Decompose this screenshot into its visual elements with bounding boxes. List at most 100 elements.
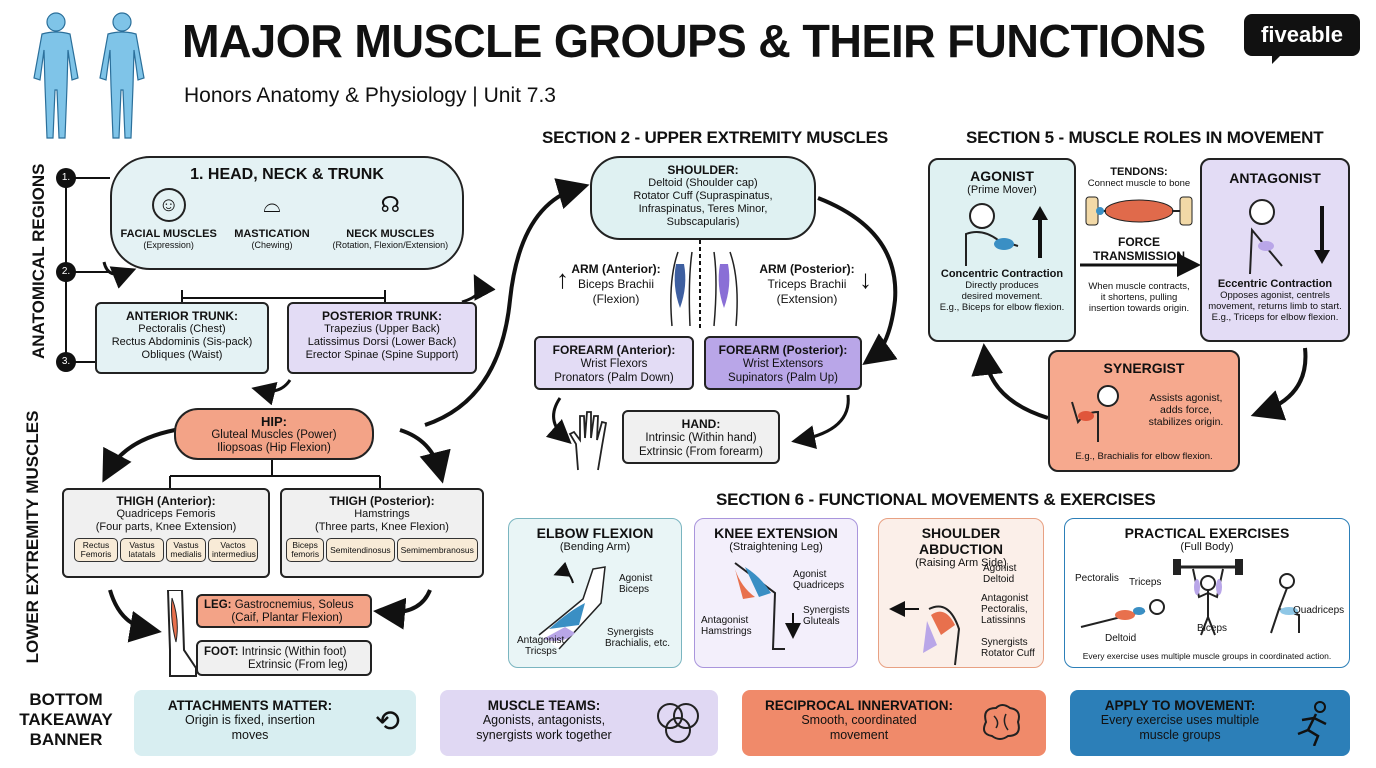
forearm-posterior-line-1: Wrist Extensors (742, 358, 824, 370)
exercise-label-4: Biceps (1197, 623, 1228, 634)
abduction-label-5: Latissinns (981, 615, 1026, 626)
arm-illustration (658, 250, 748, 328)
posterior-trunk-line-3: Erector Spinae (Spine Support) (305, 349, 459, 361)
reciprocal-line-1: Smooth, coordinated (801, 713, 917, 727)
knee-leg-icon (734, 562, 801, 650)
tendons-title: TENDONS: (1110, 166, 1168, 178)
forearm-posterior-title: FOREARM (Posterior): (718, 343, 848, 357)
chip-rectus-femoris: Rectus Femoris (74, 538, 118, 562)
arm-anterior-line-2: (Flexion) (592, 292, 640, 306)
hip-card: HIP: Gluteal Muscles (Power) Iliopsoas (… (174, 408, 374, 460)
knee-label-3: Antagonist (701, 615, 749, 626)
hand-icon (566, 410, 612, 472)
abduction-label-6: Synergists (981, 637, 1028, 648)
elbow-label-6: Brachialis, etc. (605, 638, 671, 649)
antagonist-card: ANTAGONIST Eccentric Contraction Opposes… (1200, 158, 1350, 342)
thigh-anterior-chips: Rectus FemorisVastus latatalsVastus medi… (64, 538, 268, 562)
agonist-head: Concentric Contraction (940, 268, 1064, 280)
foot-card: FOOT: Intrinsic (Within foot) Extrinsic … (196, 640, 372, 676)
synergist-arm-icon (1058, 382, 1130, 444)
forearm-anterior-line-2: Pronators (Palm Down) (554, 372, 674, 384)
head-items: ☺ FACIAL MUSCLES (Expression) ⌓ MASTICAT… (112, 188, 462, 250)
posterior-trunk-card: POSTERIOR TRUNK: Trapezius (Upper Back) … (287, 302, 477, 374)
exercises-sub: (Full Body) (1180, 541, 1234, 553)
flexing-arm-icon (930, 196, 1074, 268)
exercises-title: PRACTICAL EXERCISES (1124, 525, 1290, 541)
tendons-line-2: it shortens, pulling (1100, 292, 1178, 303)
mastication-item: ⌓ MASTICATION (Chewing) (227, 188, 317, 250)
brand-logo-tail (1272, 54, 1282, 64)
hand-card: HAND: Intrinsic (Within hand) Extrinsic … (622, 410, 780, 464)
chip-vastus-lateralis: Vastus latatals (120, 538, 164, 562)
leg-illustration (158, 589, 198, 680)
abduction-label-3: Antagonist (981, 593, 1029, 604)
elbow-label-2: Biceps (619, 584, 650, 595)
arm-anterior-title: ARM (Anterior): (571, 262, 661, 276)
agonist-card: AGONIST (Prime Mover) Concentric Contrac… (928, 158, 1076, 342)
tendons-sub: Connect muscle to bone (1087, 178, 1191, 189)
shoulder-line-1: Deltoid (Shoulder cap) (648, 177, 758, 189)
exercise-label-2: Triceps (1129, 577, 1162, 588)
tendons-force2: TRANSMISSION (1092, 249, 1185, 263)
muscle-tendon-icon (1080, 189, 1198, 231)
neck-name: NECK MUSCLES (346, 228, 435, 240)
abduction-label-1: Agonist (983, 563, 1017, 574)
section6-heading: SECTION 6 - FUNCTIONAL MOVEMENTS & EXERC… (716, 490, 1156, 509)
practical-exercises-card: PRACTICAL EXERCISES (Full Body) Pectoral… (1064, 518, 1350, 668)
thigh-posterior-line-1: Hamstrings (354, 508, 410, 520)
exercise-label-5: Quadriceps (1293, 605, 1345, 616)
step-2: 2. (56, 262, 76, 282)
knee-title: KNEE EXTENSION (714, 525, 838, 541)
foot-line-1: Intrinsic (Within foot) (241, 646, 347, 658)
anterior-trunk-line-1: Pectoralis (Chest) (138, 323, 226, 335)
leg-line-1: Gastrocnemius, Soleus (234, 599, 354, 611)
down-arrow-icon: ↓ (859, 264, 872, 294)
attachments-line-2: moves (231, 728, 269, 742)
synergist-card: SYNERGIST Assists agonist, adds force, s… (1048, 350, 1240, 472)
tendons-line-1: When muscle contracts, (1088, 281, 1190, 292)
hand-outline-icon (568, 411, 608, 471)
brand-name: fiveable (1261, 22, 1343, 47)
knee-label-1: Agonist (793, 569, 827, 580)
leg-title: LEG: (204, 599, 232, 611)
venn-icon (657, 703, 699, 743)
chip-semitendinosus: Semitendinosus (326, 538, 395, 562)
facial-muscles-item: ☺ FACIAL MUSCLES (Expression) (114, 188, 224, 250)
tendons-force: FORCE (1118, 235, 1160, 249)
abduction-label-2: Deltoid (983, 574, 1015, 585)
exercise-label-1: Pectoralis (1075, 573, 1119, 584)
hip-line-2: Iliopsoas (Hip Flexion) (217, 442, 331, 454)
banner-label-2: TAKEAWAY (19, 710, 113, 729)
teams-line-2: synergists work together (476, 728, 612, 742)
neck-desc: (Rotation, Flexion/Extension) (332, 240, 449, 250)
runner-icon (1297, 701, 1327, 746)
mastication-desc: (Chewing) (251, 240, 293, 250)
abduction-title: SHOULDER ABDUCTION (919, 525, 1003, 557)
banner-apply: APPLY TO MOVEMENT: Every exercise uses m… (1070, 690, 1350, 756)
teams-line-1: Agonists, antagonists, (482, 713, 606, 727)
elbow-label-4: Tricsps (525, 646, 557, 657)
elbow-label-1: Agonist (619, 573, 653, 584)
reciprocal-title: RECIPROCAL INNERVATION: (764, 698, 953, 713)
step-3: 3. (56, 352, 76, 372)
lower-extremity-label: LOWER EXTREMITY MUSCLES (23, 410, 42, 664)
synergist-line-1: Assists agonist, (1149, 392, 1223, 404)
apply-line-2: muscle groups (1139, 728, 1221, 742)
step-1: 1. (56, 168, 76, 188)
leg-line-2: (Caif, Plantar Flexion) (231, 612, 343, 624)
page-subtitle: Honors Anatomy & Physiology | Unit 7.3 (184, 84, 556, 107)
foot-title: FOOT: (204, 646, 239, 658)
hand-title: HAND: (681, 417, 721, 431)
synergist-line-3: stabilizes origin. (1148, 416, 1224, 428)
knee-label-5: Synergists (803, 605, 850, 616)
reciprocal-line-2: movement (829, 728, 889, 742)
synergist-example: E.g., Brachialis for elbow flexion. (1075, 451, 1213, 462)
posterior-trunk-line-1: Trapezius (Upper Back) (324, 323, 440, 335)
knee-label-2: Quadriceps (793, 580, 845, 591)
teams-title: MUSCLE TEAMS: (487, 698, 601, 713)
head-profile-icon: ☊ (380, 192, 401, 217)
banner-label-3: BANNER (29, 730, 103, 749)
agonist-line-1: Directly produces (965, 280, 1039, 291)
shoulder-line-2: Rotator Cuff (Supraspinatus, (633, 190, 773, 202)
